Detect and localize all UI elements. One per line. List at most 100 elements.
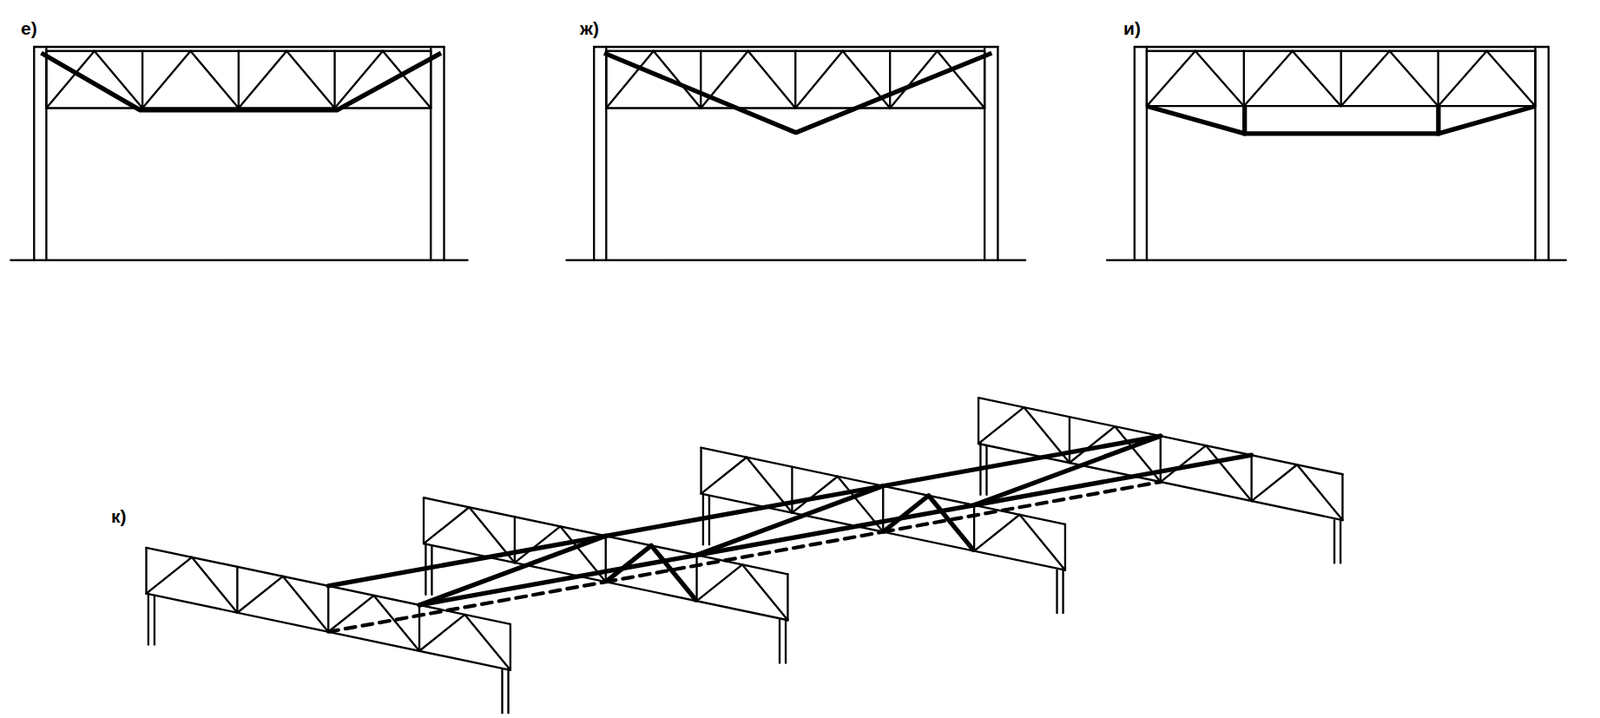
- truss-diagonal: [701, 457, 747, 494]
- truss-diagonal: [191, 557, 238, 613]
- truss-diagonal: [286, 51, 335, 109]
- truss-diagonal: [237, 576, 283, 613]
- truss-vertical: [790, 467, 793, 514]
- truss-vertical: [888, 51, 891, 109]
- truss-vertical: [422, 497, 425, 544]
- ground-line: [1106, 258, 1567, 261]
- truss-vertical: [236, 566, 238, 613]
- truss-vertical: [973, 505, 975, 552]
- frame-k: [146, 397, 1344, 713]
- column: [32, 46, 35, 261]
- top-chord: [33, 46, 444, 48]
- truss-diagonal: [1438, 51, 1488, 106]
- truss-vertical: [699, 51, 702, 109]
- brace-line: [419, 535, 606, 606]
- truss-diagonal: [1487, 51, 1536, 106]
- figure-letter: и): [1123, 19, 1141, 39]
- column: [45, 46, 47, 261]
- truss-diagonal: [1020, 514, 1066, 571]
- truss-vertical: [1064, 524, 1067, 571]
- column: [442, 46, 445, 261]
- brace-line: [1242, 105, 1247, 134]
- truss-vertical: [882, 486, 884, 533]
- brace-line: [1146, 105, 1536, 134]
- brace-line: [1435, 105, 1441, 134]
- brace-line: [419, 554, 698, 606]
- post: [1339, 518, 1342, 564]
- truss-diagonal: [700, 51, 748, 109]
- truss-vertical: [1534, 51, 1536, 106]
- truss-vertical: [977, 397, 980, 444]
- column: [996, 46, 999, 261]
- truss-vertical: [237, 51, 240, 109]
- truss-diagonal: [238, 51, 287, 109]
- truss-vertical: [1341, 474, 1344, 521]
- truss-diagonal: [742, 564, 788, 620]
- truss-diagonal: [1251, 464, 1298, 501]
- truss-diagonal: [1146, 51, 1196, 106]
- brace-line-hidden: [605, 532, 884, 583]
- figure-letter-text: и): [1123, 18, 1141, 39]
- brace-line: [697, 486, 884, 556]
- brace-line-hidden: [882, 481, 1161, 533]
- brace-line: [974, 435, 1161, 506]
- truss-vertical: [144, 547, 147, 594]
- figure-letter-text: ж): [579, 18, 600, 39]
- truss-vertical: [1145, 51, 1148, 106]
- truss-vertical: [513, 516, 516, 563]
- truss-vertical: [1340, 51, 1343, 106]
- truss-diagonal: [1341, 51, 1390, 106]
- brace-line: [41, 52, 442, 111]
- truss-diagonal: [1292, 51, 1342, 106]
- column: [983, 46, 986, 261]
- post: [708, 495, 711, 545]
- column: [1547, 46, 1550, 261]
- truss-diagonal: [142, 51, 191, 109]
- truss-diagonal: [1205, 445, 1252, 501]
- post: [506, 667, 509, 713]
- figure-letter: к): [111, 506, 127, 527]
- ground-line: [10, 258, 468, 261]
- column: [592, 46, 595, 261]
- truss-vertical: [1436, 51, 1439, 106]
- truss-vertical: [786, 573, 789, 620]
- truss-vertical: [327, 586, 330, 633]
- top-chord: [593, 46, 998, 48]
- truss-vertical: [1243, 51, 1245, 106]
- truss-diagonal: [1297, 464, 1343, 521]
- brace-line-hidden: [328, 581, 606, 633]
- figure-letter-text: е): [20, 18, 38, 39]
- truss-diagonal: [605, 51, 653, 109]
- truss-vertical: [983, 51, 986, 109]
- post: [1333, 520, 1336, 563]
- truss-diagonal: [1195, 51, 1245, 106]
- column: [429, 46, 432, 261]
- truss-diagonal: [464, 614, 510, 671]
- truss-diagonal: [978, 407, 1024, 444]
- truss-diagonal: [697, 564, 743, 601]
- top-chord: [1134, 46, 1549, 48]
- brace-line: [974, 454, 1252, 506]
- truss-vertical: [418, 605, 421, 652]
- brace-line: [604, 52, 992, 133]
- post: [153, 595, 156, 645]
- frame-i: [1106, 46, 1567, 261]
- figure-letter-text: к): [111, 506, 127, 527]
- ground-line: [566, 258, 1026, 261]
- truss-diagonal: [974, 514, 1020, 552]
- post: [1055, 570, 1058, 613]
- truss-diagonal: [748, 51, 796, 109]
- truss-diagonal: [423, 506, 469, 544]
- truss-vertical: [45, 51, 47, 109]
- truss-diagonal: [146, 557, 192, 594]
- truss-diagonal: [283, 576, 329, 633]
- truss-vertical: [1159, 435, 1162, 482]
- post: [778, 619, 781, 663]
- frame-zh: [566, 46, 1026, 261]
- column: [605, 46, 607, 261]
- column: [1133, 46, 1136, 261]
- column: [1145, 46, 1148, 261]
- truss-diagonal: [653, 51, 701, 109]
- truss-vertical: [509, 624, 512, 671]
